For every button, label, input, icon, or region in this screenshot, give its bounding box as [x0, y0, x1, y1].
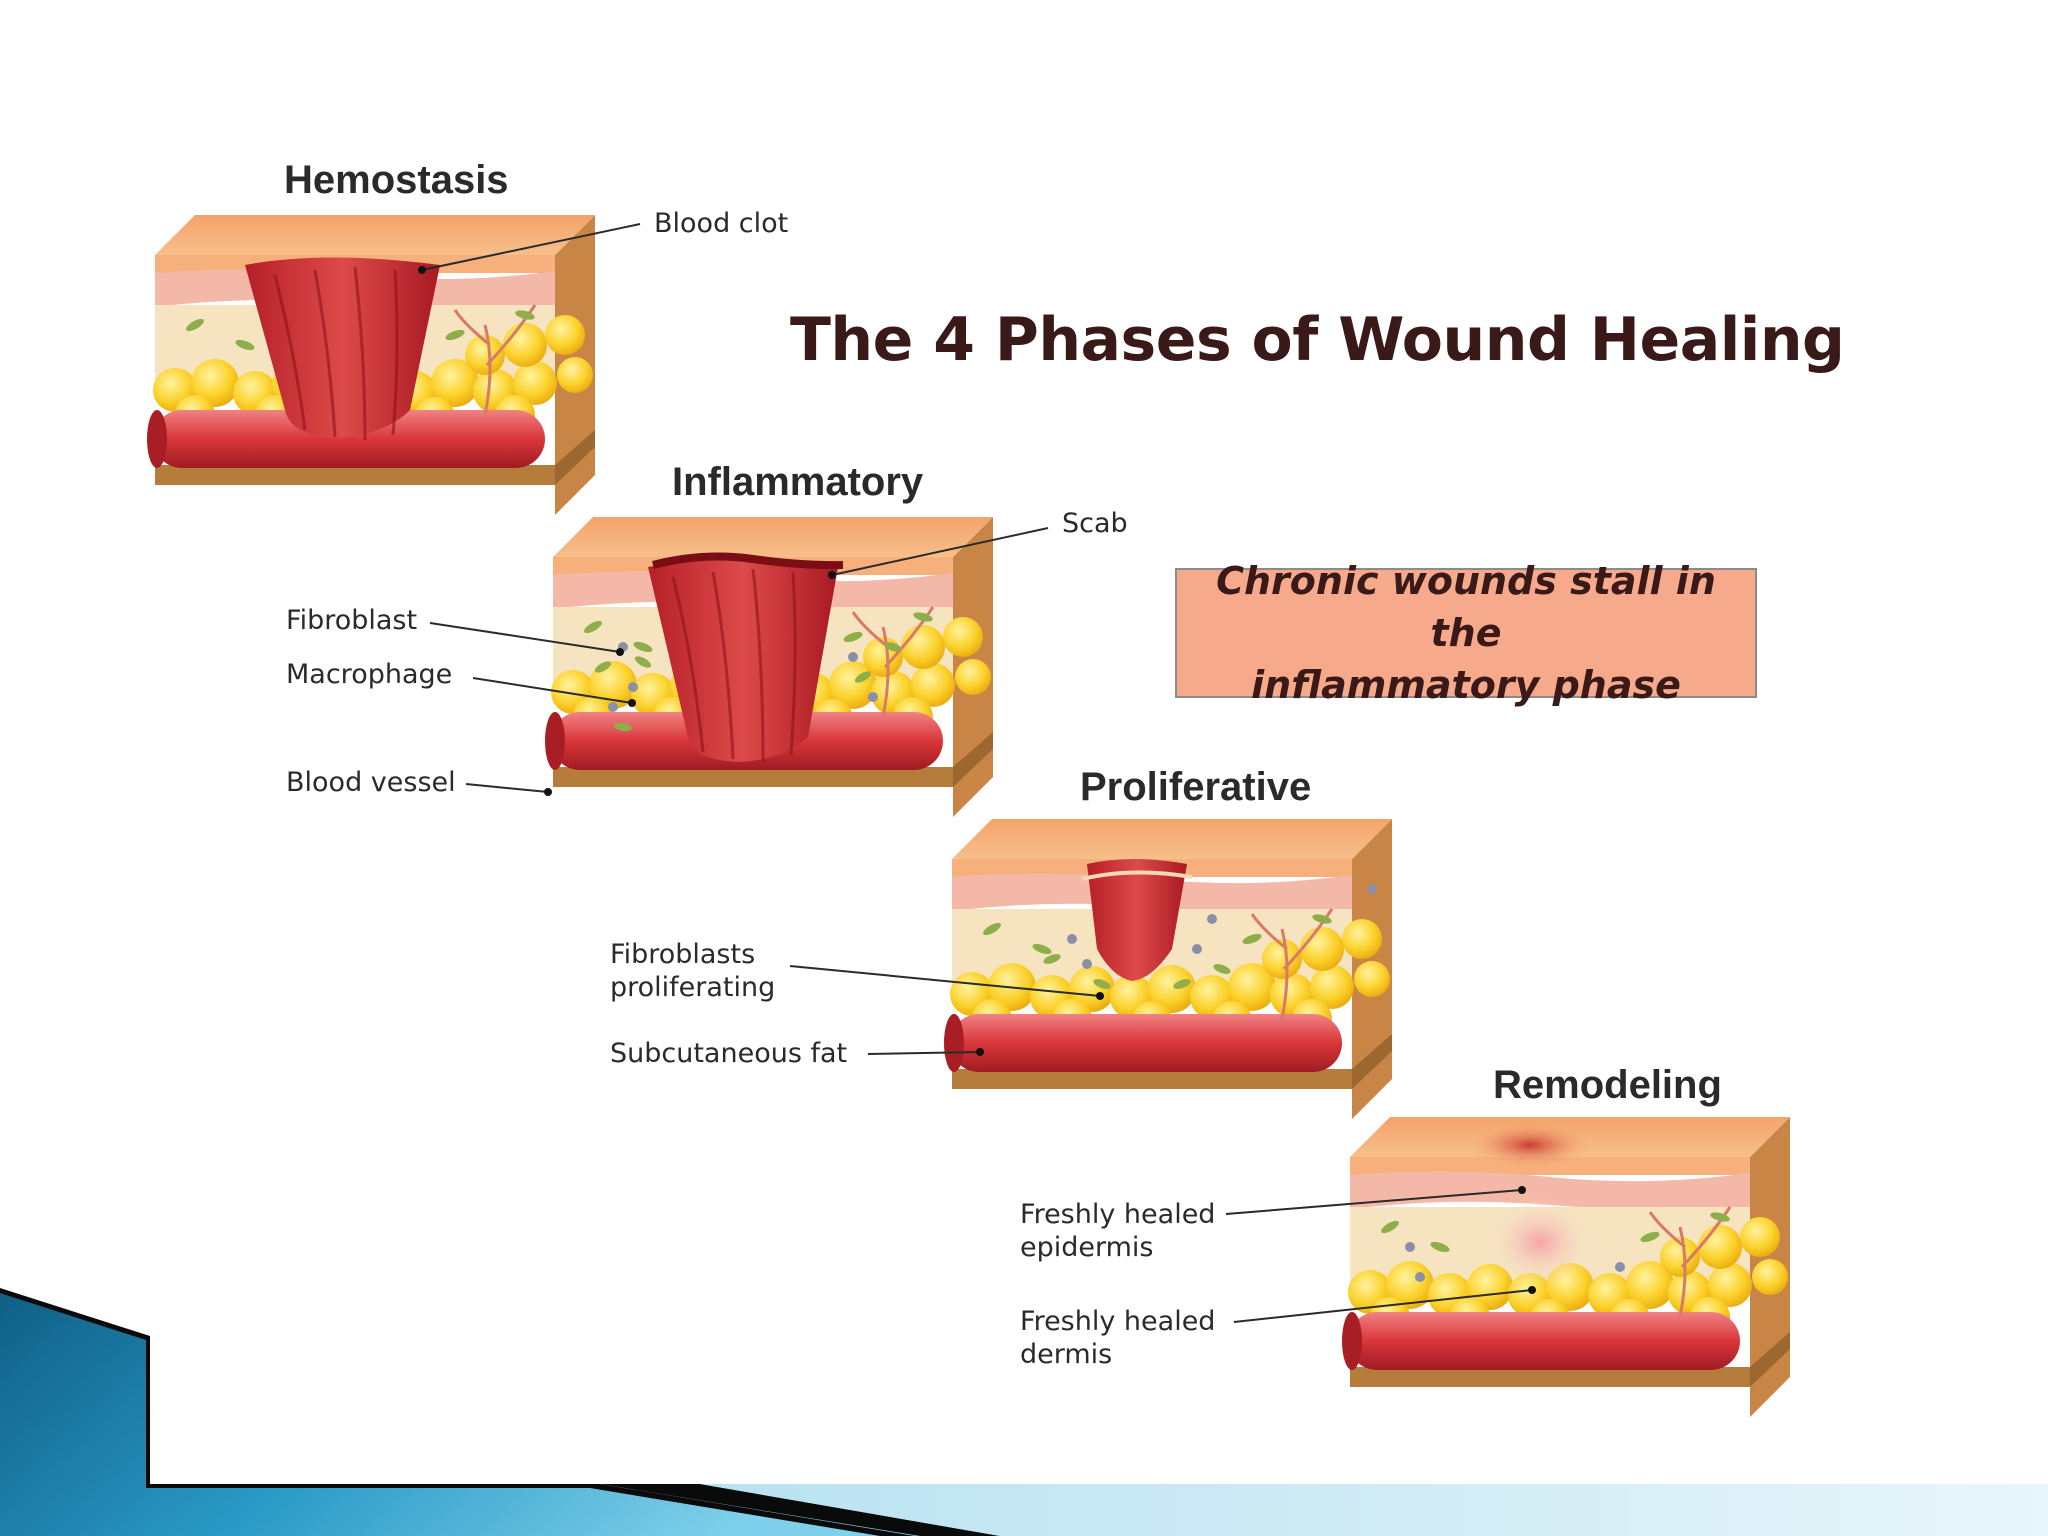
healing-wound: [1087, 859, 1187, 981]
label-freshly-healed-dermis: Freshly healed dermis: [1020, 1306, 1216, 1370]
diagram-title: The 4 Phases of Wound Healing: [790, 305, 1845, 375]
inflammatory-block: [543, 515, 995, 819]
phase-title-proliferative: Proliferative: [1080, 765, 1312, 809]
label-blood-vessel: Blood vessel: [286, 767, 456, 798]
label-fibroblast: Fibroblast: [286, 605, 418, 636]
label-fibroblasts-proliferating: Fibroblasts proliferating: [610, 939, 776, 1003]
label-freshly-healed-epidermis: Freshly healed epidermis: [1020, 1199, 1216, 1263]
label-subcutaneous-fat: Subcutaneous fat: [610, 1038, 848, 1069]
leader-lines: [421, 223, 1533, 1323]
proliferative-block: [942, 817, 1394, 1121]
chronic-wound-callout: Chronic wounds stall in the inflammatory…: [1175, 559, 1757, 707]
label-macrophage: Macrophage: [286, 659, 453, 690]
scar: [1470, 1123, 1590, 1167]
phase-title-inflammatory: Inflammatory: [672, 460, 924, 504]
phase-title-hemostasis: Hemostasis: [284, 158, 509, 202]
healed-dermis: [1485, 1197, 1595, 1287]
slide-accent-black: [0, 1288, 915, 1536]
leader-dots: [418, 266, 1536, 1294]
phase-title-remodeling: Remodeling: [1493, 1063, 1722, 1107]
hemostasis-block: [145, 213, 597, 517]
scab: [648, 559, 838, 762]
remodeling-block: [1340, 1115, 1792, 1419]
callout-text: Chronic wounds stall in the inflammatory…: [1216, 559, 1716, 707]
label-blood-clot: Blood clot: [654, 208, 789, 239]
blood-clot: [245, 257, 440, 438]
label-scab: Scab: [1062, 508, 1128, 539]
